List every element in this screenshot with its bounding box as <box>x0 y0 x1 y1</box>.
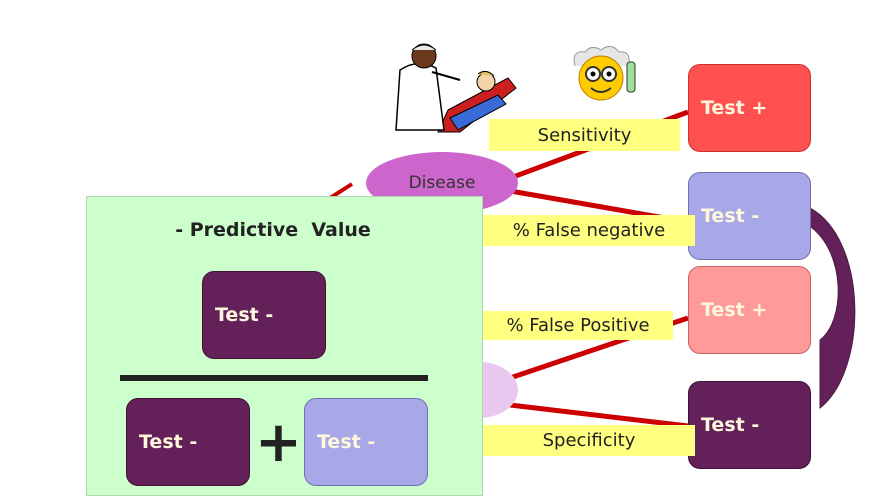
panel-title: - Predictive Value <box>175 219 371 241</box>
edge-label-specificity: Specificity <box>483 425 695 456</box>
denominator-right-box: Test - <box>304 398 428 486</box>
line-root-to-disease <box>328 182 354 200</box>
plus-sign: + <box>255 410 302 475</box>
numerator-label: Test - <box>215 304 274 326</box>
outcome-box-test-negative-specific: Test - <box>688 381 811 469</box>
doctor-patient-clipart <box>388 40 518 135</box>
outcome-box-test-positive-sensitive: Test + <box>688 64 811 152</box>
curved-arrow <box>807 207 856 410</box>
line-healthy-to-specificity <box>509 402 689 429</box>
predictive-value-panel: - Predictive Value Test - Test - + Test … <box>86 196 483 496</box>
edge-label-sensitivity: Sensitivity <box>489 119 680 151</box>
outcome-box-test-positive-false: Test + <box>688 266 811 354</box>
scientist-emoji-clipart <box>565 44 645 106</box>
outcome-box-test-negative-false: Test - <box>688 172 811 260</box>
edge-label-false-positive: % False Positive <box>483 311 673 340</box>
fraction-bar <box>120 375 428 381</box>
edge-label-false-negative: % False negative <box>483 215 695 246</box>
outcome-label: Test - <box>701 205 760 227</box>
denominator-left-box: Test - <box>126 398 250 486</box>
numerator-box: Test - <box>202 271 326 359</box>
denominator-left-label: Test - <box>139 431 198 453</box>
outcome-label: Test + <box>701 97 768 119</box>
outcome-label: Test - <box>701 414 760 436</box>
outcome-label: Test + <box>701 299 768 321</box>
denominator-right-label: Test - <box>317 431 376 453</box>
